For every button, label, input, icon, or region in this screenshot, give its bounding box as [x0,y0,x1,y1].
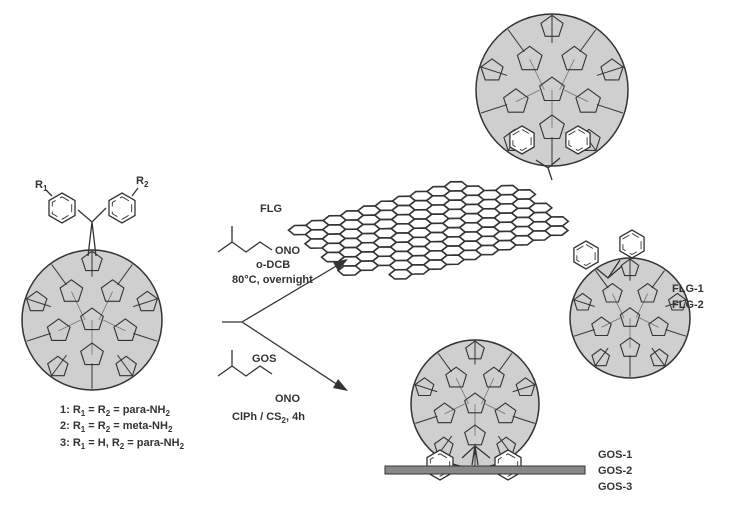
conditions-upper: 80°C, overnight [232,274,313,286]
phenyl-ring [619,229,645,259]
ono-lower: ONO [275,393,301,405]
gos-surface [384,465,586,475]
gos-label: GOS [252,353,276,365]
compound-label-1: 1: R1 = R2 = para-NH2 [60,404,171,418]
text-segment: 3: R [60,437,81,449]
phenyl-ring [494,449,522,481]
subscript: 2 [106,409,111,418]
product-gos-3: GOS-3 [598,481,632,493]
text-segment: = para-NH [110,404,165,416]
solvent-upper: o-DCB [256,259,290,271]
text-segment: R [136,175,144,187]
text-segment: 2: R [60,420,81,432]
subscript: 2 [166,409,171,418]
fullerene [475,13,629,167]
subscript: 2 [120,442,125,451]
subscript: 1 [81,409,86,418]
fullerenes [21,13,691,469]
text-segment: = meta-NH [110,420,168,432]
subscript: 1 [81,425,86,434]
compound-label-3: 3: R1 = H, R2 = para-NH2 [60,437,185,451]
arrow-head-upper [333,259,348,271]
subscript: 2 [282,416,287,425]
product-gos-1: GOS-1 [598,449,632,461]
graphene-hexagon [542,224,570,238]
compound-label-2: 2: R1 = R2 = meta-NH2 [60,420,173,434]
subscript: 1 [81,442,86,451]
subscript: 2 [144,180,149,189]
subscript: 2 [106,425,111,434]
graphene-sheet [286,167,580,291]
phenyl-ring [565,125,591,155]
r1-label: R1 [35,179,48,193]
fullerene [569,257,691,379]
subscript: 2 [168,425,173,434]
product-flg-1: FLG-1 [672,283,704,295]
ono-upper: ONO [275,245,301,257]
text-segment: = para-NH [124,437,179,449]
product-gos-2: GOS-2 [598,465,632,477]
arrow-head-lower [333,379,348,391]
phenyl-ring [48,192,76,224]
subscript: 1 [43,184,48,193]
product-flg-2: FLG-2 [672,299,704,311]
r2-label: R2 [136,175,149,189]
text-segment: R [35,179,43,191]
text-segment: , 4h [286,411,305,423]
text-segment: = H, R [85,437,120,449]
phenyl-ring [426,449,454,481]
flg-label: FLG [260,203,282,215]
text-segment: = R [85,404,106,416]
phenyl-ring [108,192,136,224]
text-segment: ClPh / CS [232,411,282,423]
text-segment: 1: R [60,404,81,416]
bonds [45,157,623,466]
text-segment: = R [85,420,106,432]
subscript: 2 [180,442,185,451]
phenyl-ring [509,125,535,155]
fullerene [21,249,163,391]
phenyl-ring [573,240,599,270]
solvent-lower: ClPh / CS2, 4h [232,411,305,425]
